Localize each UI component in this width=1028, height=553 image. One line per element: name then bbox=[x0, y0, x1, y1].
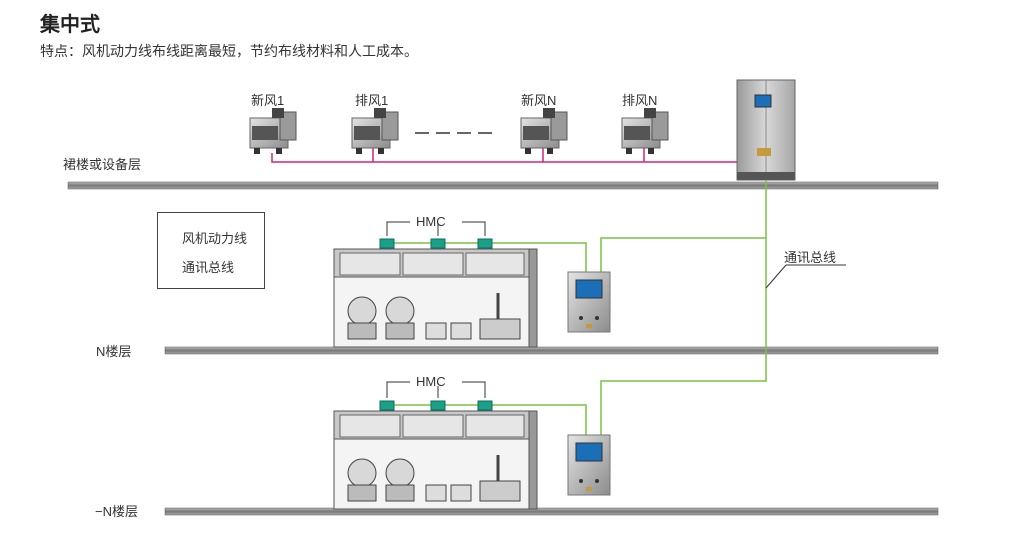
floor-label-minus-n: −N楼层 bbox=[95, 504, 138, 519]
comm-bus-callout bbox=[765, 264, 787, 289]
fan-unit-fresh-1 bbox=[249, 107, 297, 155]
fan-unit-fresh-n bbox=[520, 107, 568, 155]
hmc-module bbox=[430, 238, 446, 249]
hmc-label-minus-n: HMC bbox=[416, 374, 446, 389]
legend-power-line: 风机动力线 bbox=[182, 231, 248, 246]
hmc-bracket bbox=[386, 221, 410, 236]
hmc-label-n: HMC bbox=[416, 214, 446, 229]
comm-bus-n-panel bbox=[600, 237, 766, 272]
legend: 风机动力线 通讯总线 bbox=[157, 212, 265, 289]
kitchen-equipment-minus-n bbox=[332, 409, 539, 511]
floor-label-top: 裙楼或设备层 bbox=[63, 157, 142, 172]
floor-slab-n bbox=[164, 346, 939, 355]
hmc-module bbox=[477, 238, 493, 249]
hmc-module bbox=[379, 400, 395, 411]
hmc-module bbox=[379, 238, 395, 249]
comm-bus-n-hmc bbox=[386, 242, 587, 272]
comm-bus-label: 通讯总线 bbox=[784, 250, 837, 265]
fan-power-line bbox=[271, 153, 744, 163]
floor-label-n: N楼层 bbox=[96, 344, 132, 359]
kitchen-equipment-n bbox=[332, 247, 539, 349]
floor-slab-top bbox=[67, 181, 939, 190]
floor-control-panel-n bbox=[567, 271, 611, 333]
hmc-module bbox=[430, 400, 446, 411]
fan-label-exhaust-n: 排风N bbox=[622, 93, 658, 108]
fan-label-fresh-n: 新风N bbox=[521, 93, 557, 108]
page-title: 集中式 bbox=[40, 14, 100, 36]
comm-bus-main bbox=[600, 180, 767, 435]
floor-control-panel-minus-n bbox=[567, 434, 611, 496]
page-subtitle: 特点：风机动力线布线距离最短，节约布线材料和人工成本。 bbox=[40, 43, 418, 59]
hmc-bracket bbox=[386, 381, 410, 398]
hmc-module bbox=[477, 400, 493, 411]
fan-label-fresh-1: 新风1 bbox=[251, 93, 285, 108]
fan-label-exhaust-1: 排风1 bbox=[355, 93, 389, 108]
fan-unit-exhaust-n bbox=[621, 107, 669, 155]
legend-comm-line: 通讯总线 bbox=[182, 260, 235, 275]
comm-bus-minus-n-hmc bbox=[386, 404, 587, 435]
fan-unit-exhaust-1 bbox=[351, 107, 399, 155]
floor-slab-minus-n bbox=[164, 507, 939, 516]
main-control-cabinet bbox=[736, 79, 796, 181]
